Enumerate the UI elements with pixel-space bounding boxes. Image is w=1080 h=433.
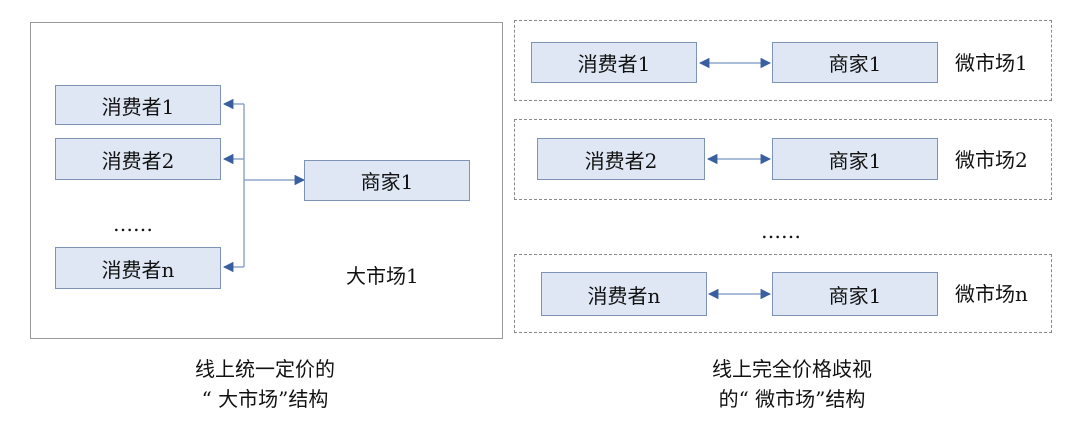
big-market-panel [30,22,503,339]
big-market-merchant: 商家1 [304,160,470,201]
micro-market-caption-line-1: 线上完全价格歧视 [712,357,872,381]
micro-market-2-consumer: 消费者2 [537,138,705,180]
big-market-caption-line-1: 线上统一定价的 [195,357,335,381]
micro-market-n-merchant: 商家1 [772,272,938,316]
micro-market-panel-1 [514,20,1052,101]
big-market-ellipsis: …… [113,212,153,236]
micro-market-2-merchant: 商家1 [772,138,938,180]
micro-market-panel-n [514,254,1052,333]
micro-market-caption: 线上完全价格歧视 的“ 微市场”结构 [677,354,907,414]
micro-market-ellipsis: …… [761,219,801,243]
big-market-consumer-2: 消费者2 [55,138,221,180]
micro-market-panel-2 [514,119,1052,200]
micro-market-1-merchant: 商家1 [772,42,938,83]
micro-market-1-consumer: 消费者1 [531,42,697,83]
micro-market-n-label: 微市场n [955,282,1028,306]
big-market-consumer-n: 消费者n [55,247,221,289]
micro-market-2-label: 微市场2 [955,148,1028,172]
micro-market-caption-line-2: 的“ 微市场”结构 [718,387,866,411]
big-market-consumer-1: 消费者1 [55,85,221,125]
micro-market-1-label: 微市场1 [955,51,1028,75]
micro-market-n-consumer: 消费者n [541,272,707,316]
big-market-caption: 线上统一定价的 “ 大市场”结构 [150,354,380,414]
big-market-caption-line-2: “ 大市场”结构 [201,387,329,411]
big-market-label: 大市场1 [346,264,419,288]
